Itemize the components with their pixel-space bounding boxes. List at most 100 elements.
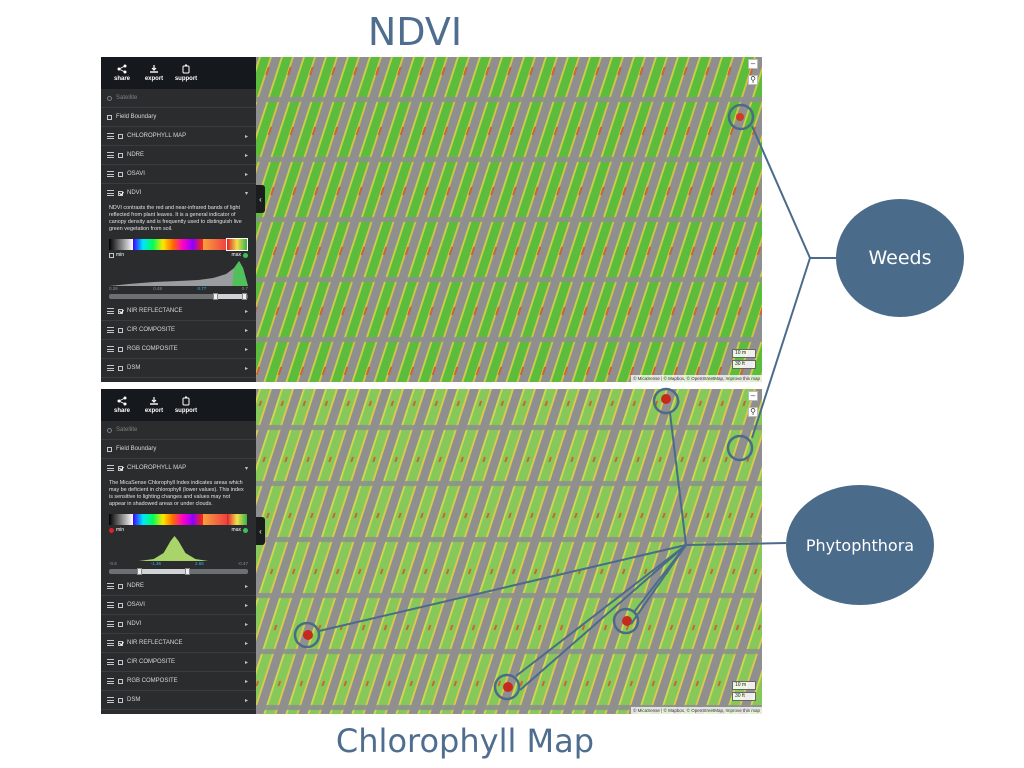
- layer-row[interactable]: NDRE ▸: [101, 577, 256, 596]
- range-slider[interactable]: [109, 568, 248, 575]
- satellite-toggle[interactable]: Satellite: [101, 421, 256, 440]
- drag-handle-icon[interactable]: [107, 346, 114, 352]
- chevron-down-icon[interactable]: ▾: [244, 190, 248, 197]
- color-ramp-picker[interactable]: [109, 514, 248, 525]
- range-high-handle[interactable]: [242, 293, 248, 300]
- layer-checkbox[interactable]: [118, 678, 123, 684]
- share-button[interactable]: share: [106, 389, 138, 421]
- layer-checkbox[interactable]: [118, 171, 123, 177]
- layer-row[interactable]: DSM ▸: [101, 691, 256, 710]
- chevron-right-icon[interactable]: ▸: [244, 308, 248, 315]
- layer-checkbox[interactable]: [118, 346, 123, 352]
- max-color-dot[interactable]: [243, 252, 248, 258]
- chevron-right-icon[interactable]: ▸: [244, 678, 248, 685]
- layer-row[interactable]: RGB COMPOSITE ▸: [101, 340, 256, 359]
- chevron-right-icon[interactable]: ▸: [244, 133, 248, 140]
- min-toggle[interactable]: min: [109, 527, 124, 533]
- field-boundary-toggle[interactable]: Field Boundary: [101, 108, 256, 127]
- export-button[interactable]: export: [138, 389, 170, 421]
- drag-handle-icon[interactable]: [107, 308, 114, 314]
- drag-handle-icon[interactable]: [107, 133, 114, 139]
- chevron-right-icon[interactable]: ▸: [244, 602, 248, 609]
- ndvi-map[interactable]: [256, 57, 762, 382]
- range-slider[interactable]: [109, 293, 248, 300]
- layer-row[interactable]: NIR REFLECTANCE ▸: [101, 302, 256, 321]
- chevron-right-icon[interactable]: ▸: [244, 621, 248, 628]
- satellite-radio[interactable]: [107, 427, 112, 433]
- chevron-right-icon[interactable]: ▸: [244, 659, 248, 666]
- layer-checkbox[interactable]: [118, 659, 123, 665]
- max-toggle[interactable]: max: [232, 252, 248, 258]
- layer-row[interactable]: DSM ▸: [101, 359, 256, 378]
- layer-row[interactable]: CIR COMPOSITE ▸: [101, 653, 256, 672]
- layer-row[interactable]: NIR REFLECTANCE ▸: [101, 634, 256, 653]
- chevron-right-icon[interactable]: ▸: [244, 327, 248, 334]
- layer-checkbox[interactable]: [118, 133, 123, 139]
- max-toggle[interactable]: max: [232, 527, 248, 533]
- max-color-dot[interactable]: [243, 527, 248, 533]
- layer-checkbox[interactable]: [118, 697, 123, 703]
- share-button[interactable]: share: [106, 57, 138, 89]
- active-layer-row[interactable]: NDVI ▾: [101, 184, 256, 202]
- min-color-dot[interactable]: [109, 527, 114, 533]
- drag-handle-icon[interactable]: [107, 583, 114, 589]
- range-high-handle[interactable]: [185, 568, 191, 575]
- chevron-down-icon[interactable]: ▾: [244, 465, 248, 472]
- layer-checkbox[interactable]: [118, 365, 123, 371]
- drag-handle-icon[interactable]: [107, 659, 114, 665]
- location-pin-icon[interactable]: ⚲: [748, 407, 758, 417]
- range-low-handle[interactable]: [136, 568, 142, 575]
- layer-row[interactable]: CHLOROPHYLL MAP ▸: [101, 127, 256, 146]
- layer-checkbox[interactable]: [118, 327, 123, 333]
- layer-checkbox[interactable]: [118, 465, 123, 471]
- drag-handle-icon[interactable]: [107, 152, 114, 158]
- drag-handle-icon[interactable]: [107, 602, 114, 608]
- chlorophyll-map[interactable]: [256, 389, 762, 714]
- field-boundary-checkbox[interactable]: [107, 114, 112, 120]
- chevron-right-icon[interactable]: ▸: [244, 697, 248, 704]
- drag-handle-icon[interactable]: [107, 621, 114, 627]
- drag-handle-icon[interactable]: [107, 327, 114, 333]
- zoom-out-button[interactable]: –: [748, 391, 758, 401]
- layer-checkbox[interactable]: [118, 602, 123, 608]
- drag-handle-icon[interactable]: [107, 697, 114, 703]
- field-boundary-toggle[interactable]: Field Boundary: [101, 440, 256, 459]
- layer-checkbox[interactable]: [118, 621, 123, 627]
- color-ramp-picker[interactable]: [109, 238, 248, 251]
- chevron-right-icon[interactable]: ▸: [244, 365, 248, 372]
- satellite-radio[interactable]: [107, 95, 112, 101]
- layer-checkbox[interactable]: [118, 583, 123, 589]
- drag-handle-icon[interactable]: [107, 365, 114, 371]
- range-low-handle[interactable]: [213, 293, 219, 300]
- active-layer-row[interactable]: CHLOROPHYLL MAP ▾: [101, 459, 256, 477]
- chevron-right-icon[interactable]: ▸: [244, 583, 248, 590]
- support-button[interactable]: support: [170, 57, 202, 89]
- export-button[interactable]: export: [138, 57, 170, 89]
- drag-handle-icon[interactable]: [107, 465, 114, 471]
- min-toggle[interactable]: min: [109, 252, 124, 258]
- chevron-right-icon[interactable]: ▸: [244, 171, 248, 178]
- layer-row[interactable]: NDRE ▸: [101, 146, 256, 165]
- min-checkbox[interactable]: [109, 252, 114, 258]
- layer-row[interactable]: NDVI ▸: [101, 615, 256, 634]
- layer-row[interactable]: OSAVI ▸: [101, 165, 256, 184]
- chevron-right-icon[interactable]: ▸: [244, 640, 248, 647]
- collapse-panel-button[interactable]: ‹: [256, 517, 265, 545]
- collapse-panel-button[interactable]: ‹: [256, 185, 265, 213]
- location-pin-icon[interactable]: ⚲: [748, 75, 758, 85]
- layer-checkbox[interactable]: [118, 152, 123, 158]
- chevron-right-icon[interactable]: ▸: [244, 152, 248, 159]
- satellite-toggle[interactable]: Satellite: [101, 89, 256, 108]
- layer-row[interactable]: CIR COMPOSITE ▸: [101, 321, 256, 340]
- layer-row[interactable]: RGB COMPOSITE ▸: [101, 672, 256, 691]
- support-button[interactable]: support: [170, 389, 202, 421]
- field-boundary-checkbox[interactable]: [107, 446, 112, 452]
- zoom-out-button[interactable]: –: [748, 59, 758, 69]
- drag-handle-icon[interactable]: [107, 678, 114, 684]
- drag-handle-icon[interactable]: [107, 640, 114, 646]
- layer-checkbox[interactable]: [118, 190, 123, 196]
- chevron-right-icon[interactable]: ▸: [244, 346, 248, 353]
- layer-row[interactable]: OSAVI ▸: [101, 596, 256, 615]
- layer-checkbox[interactable]: [118, 308, 123, 314]
- layer-checkbox[interactable]: [118, 640, 123, 646]
